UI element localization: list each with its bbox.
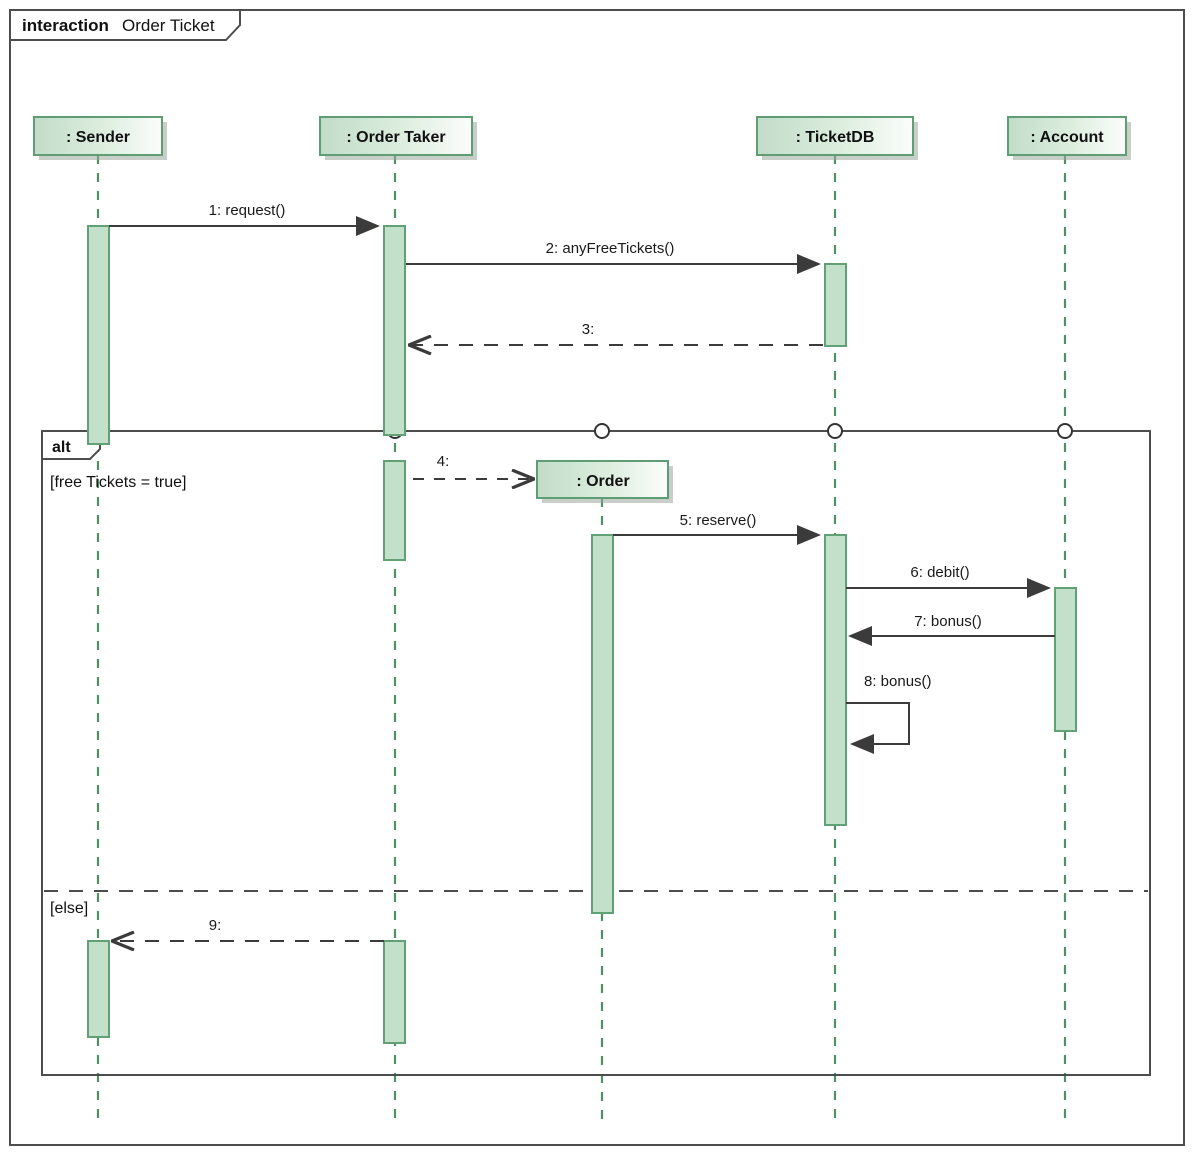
lifeline-head-order-taker-box — [319, 116, 473, 156]
message-7-label: 7: bonus() — [914, 613, 982, 630]
activation-bar-ticketdb-2[interactable] — [824, 534, 847, 826]
activation-bar-order-1[interactable] — [591, 534, 614, 914]
operand-guard-2: [else] — [50, 900, 88, 917]
lifeline-head-order-box — [536, 460, 669, 499]
lifeline-head-order-label: : Order — [576, 473, 629, 490]
lifeline-head-order-taker[interactable]: : Order Taker — [319, 116, 477, 160]
activation-bar-ticketdb-1[interactable] — [824, 263, 847, 347]
message-8-self-line — [846, 702, 910, 754]
operand-guard-1: [free Tickets = true] — [50, 474, 187, 491]
message-9-label: 9: — [209, 917, 222, 934]
lifeline-head-order-taker-label: : Order Taker — [346, 129, 445, 146]
frame-kind-label: interaction — [22, 16, 109, 35]
activation-bars-group — [87, 225, 1077, 1044]
lifeline-head-sender-box — [33, 116, 163, 156]
lifeline-head-sender[interactable]: : Sender — [33, 116, 167, 160]
lifeline-head-order[interactable]: : Order — [536, 460, 673, 503]
gate-circle-ticketdb[interactable] — [827, 423, 843, 439]
lifeline-head-account[interactable]: : Account — [1007, 116, 1131, 160]
activation-bar-sender-2[interactable] — [87, 940, 110, 1038]
message-3[interactable]: 3: — [410, 321, 823, 345]
gate-circle-account[interactable] — [1057, 423, 1073, 439]
message-6-label: 6: debit() — [910, 564, 969, 581]
lifeline-head-account-box — [1007, 116, 1127, 156]
message-7[interactable]: 7: bonus() — [848, 613, 1055, 646]
lifeline-head-sender-label: : Sender — [66, 129, 130, 146]
activation-bar-account-1[interactable] — [1054, 587, 1077, 732]
message-4[interactable]: 4: — [413, 453, 533, 479]
activation-bar-sender-1[interactable] — [87, 225, 110, 445]
message-9[interactable]: 9: — [113, 917, 384, 941]
message-6[interactable]: 6: debit() — [846, 564, 1051, 598]
activation-bar-order-taker-3[interactable] — [383, 940, 406, 1044]
lifeline-head-ticketdb-label: : TicketDB — [796, 129, 875, 146]
message-2-label: 2: anyFreeTickets() — [546, 240, 675, 257]
lifeline-head-account-label: : Account — [1030, 129, 1104, 146]
message-5[interactable]: 5: reserve() — [613, 512, 821, 545]
lifeline-head-ticketdb-box — [756, 116, 914, 156]
message-3-label: 3: — [582, 321, 595, 338]
lifeline-head-ticketdb[interactable]: : TicketDB — [756, 116, 918, 160]
message-5-label: 5: reserve() — [680, 512, 757, 529]
message-4-label: 4: — [437, 453, 450, 470]
message-2[interactable]: 2: anyFreeTickets() — [406, 240, 821, 274]
gate-circle-order[interactable] — [594, 423, 610, 439]
fragment-operator-label: alt — [52, 439, 71, 456]
messages-group: 1: request() 2: anyFreeTickets() 3: 4: 5… — [109, 202, 1055, 941]
lifeline-heads-group: : Sender : Order Taker : TicketDB : Acco… — [33, 116, 1131, 503]
message-8-self[interactable]: 8: bonus() — [846, 673, 932, 754]
message-8-label: 8: bonus() — [864, 673, 932, 690]
frame-title-tab — [9, 9, 241, 41]
message-1[interactable]: 1: request() — [109, 202, 380, 236]
activation-bar-order-taker-1[interactable] — [383, 225, 406, 436]
activation-bar-order-taker-2[interactable] — [383, 460, 406, 561]
message-1-label: 1: request() — [209, 202, 286, 219]
frame-name-label: Order Ticket — [122, 16, 215, 35]
